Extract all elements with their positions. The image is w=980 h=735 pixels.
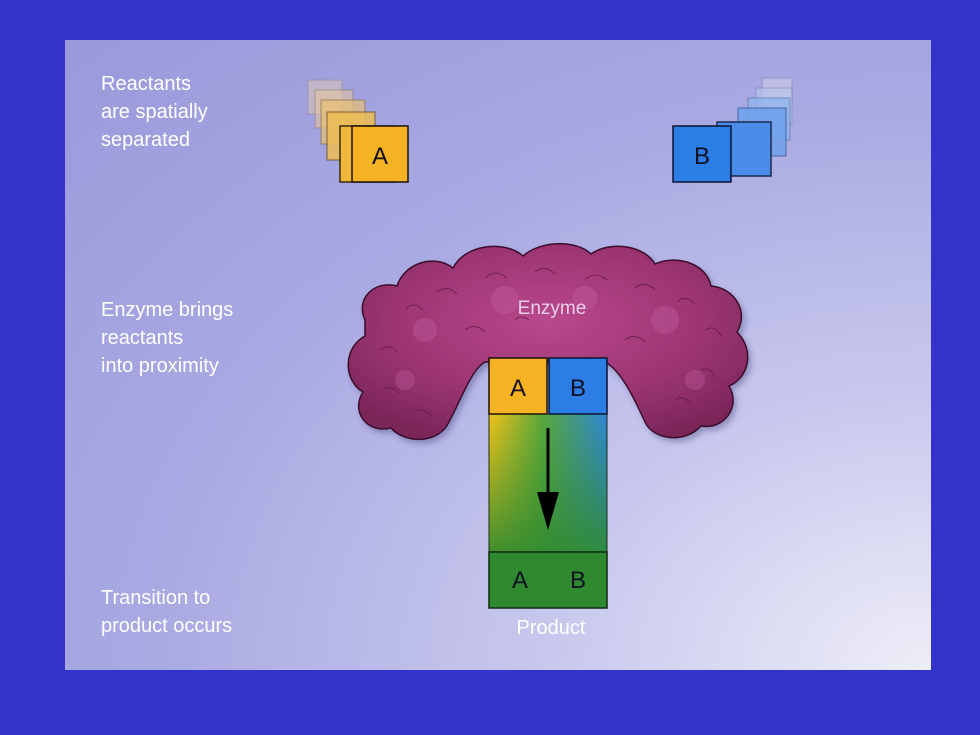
reactant-a-square (351, 125, 409, 183)
site-b-square (548, 357, 608, 415)
reactant-b-stack: B (672, 77, 793, 183)
enzyme-label: Enzyme (518, 298, 587, 319)
product-b-label: B (570, 567, 586, 594)
enzyme-body (347, 243, 749, 441)
product-a-label: A (512, 567, 528, 594)
reactant-b-label: B (694, 143, 710, 170)
reactant-b-square (672, 125, 732, 183)
active-site: A B (488, 357, 608, 415)
reactant-a-label: A (372, 143, 388, 170)
caption-reactants-separated: Reactants are spatially separated (101, 70, 208, 154)
product-block: A B (488, 551, 608, 609)
caption-line: into proximity (101, 355, 219, 377)
caption-line: Transition to (101, 587, 211, 609)
caption-line: separated (101, 129, 190, 151)
caption-line: Enzyme brings (101, 299, 234, 321)
caption-transition-product: Transition to product occurs (101, 584, 232, 640)
enzyme-diagram: A B (307, 77, 793, 639)
caption-enzyme-proximity: Enzyme brings reactants into proximity (101, 296, 233, 380)
caption-line: are spatially (101, 101, 208, 123)
down-arrow-icon (537, 428, 559, 530)
product-label: Product (517, 617, 586, 639)
site-a-square (488, 357, 548, 415)
reactant-a-stack: A (307, 79, 409, 183)
site-a-label: A (510, 375, 526, 402)
caption-line: product occurs (101, 615, 233, 637)
caption-line: Reactants (101, 73, 192, 95)
caption-line: reactants (101, 327, 184, 349)
site-b-label: B (570, 375, 586, 402)
diagram-panel: Reactants are spatially separated Enzyme… (65, 40, 931, 670)
